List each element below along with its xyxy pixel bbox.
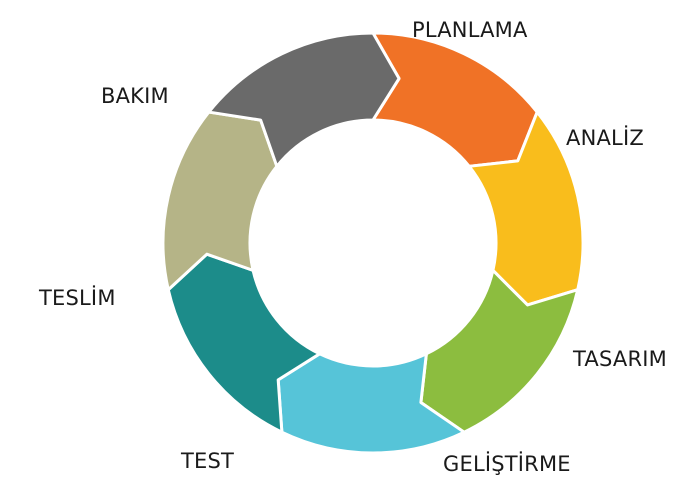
segment-bakim [207,31,401,168]
label-bakim: BAKIM [101,84,169,108]
label-test: TEST [181,449,235,473]
label-teslim: TESLİM [39,286,116,310]
label-tasarim: TASARIM [573,347,667,371]
label-planlama: PLANLAMA [412,18,528,42]
segment-planlama [371,31,539,168]
label-analiz: ANALİZ [566,126,644,150]
label-gelistirme: GELİŞTİRME [443,452,571,476]
